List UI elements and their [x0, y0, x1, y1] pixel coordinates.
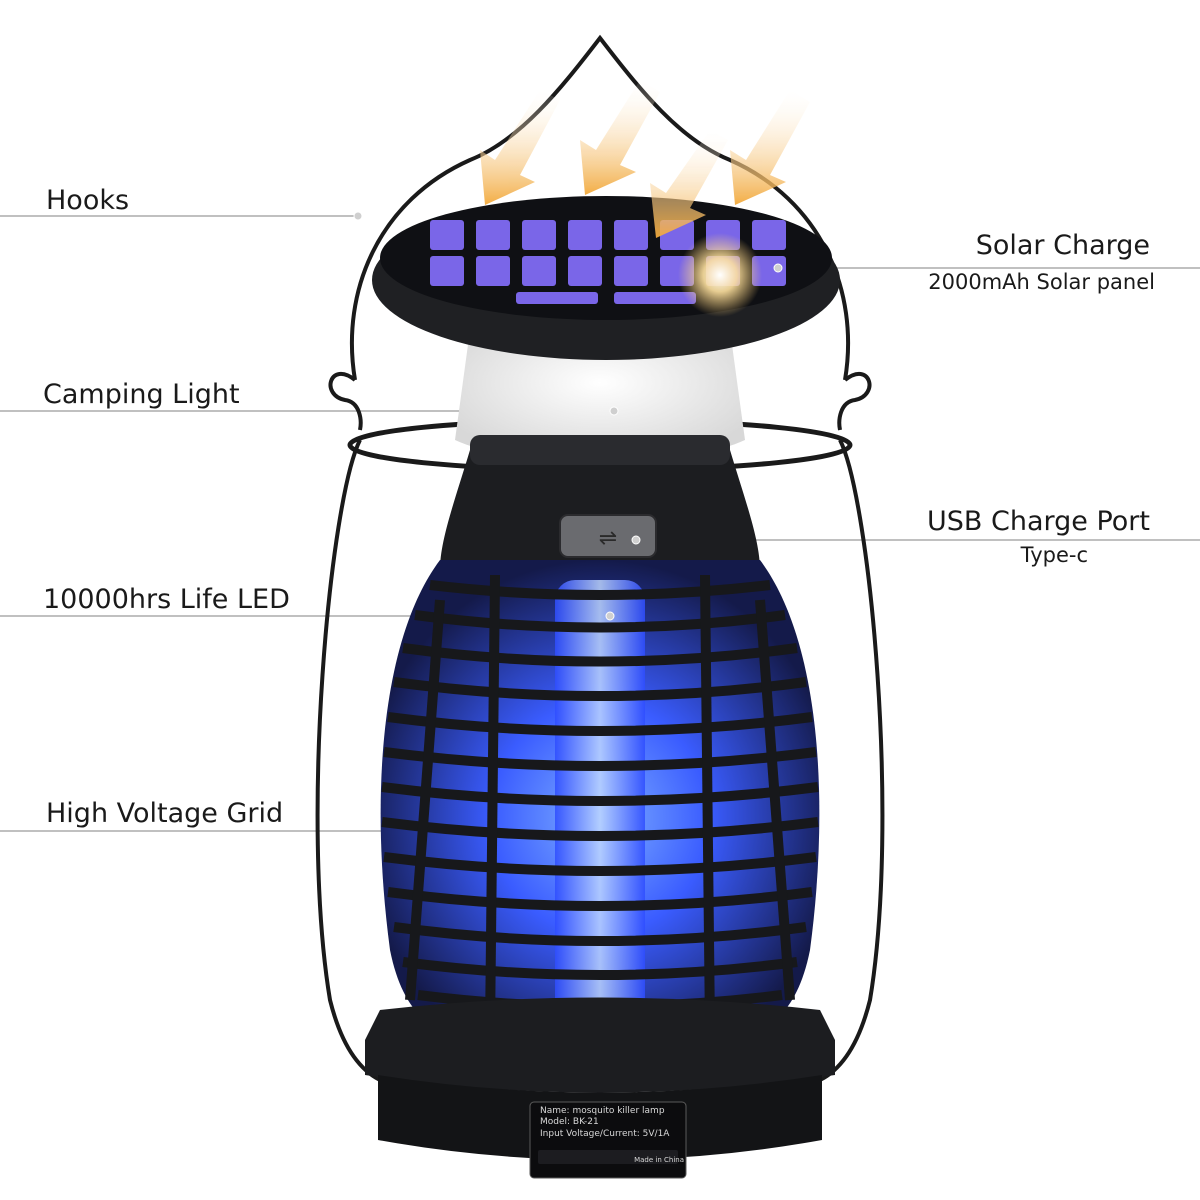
handle-wire — [349, 34, 851, 381]
left-side-wire — [315, 439, 381, 1082]
right-hook-loop — [837, 371, 872, 431]
camping-light-label: Camping Light — [43, 379, 240, 410]
usb-dot — [631, 535, 641, 545]
usb-symbol: ⇌ — [599, 526, 617, 551]
label-line-name: Name: mosquito killer lamp — [540, 1106, 665, 1116]
upper-housing — [440, 450, 760, 570]
camping-light-diffuser — [455, 330, 745, 463]
base — [365, 997, 835, 1093]
label-line-made-in: Made in China — [634, 1155, 684, 1164]
usb-port-subtitle: Type-c — [1020, 543, 1088, 567]
hooks-label: Hooks — [46, 185, 130, 216]
solar-dot — [773, 263, 783, 273]
camping-light-dot — [609, 406, 619, 416]
usb-port-title: USB Charge Port — [926, 506, 1150, 537]
right-side-wire — [819, 439, 885, 1082]
left-hook-loop — [328, 371, 363, 431]
label-line-model: Model: BK-21 — [540, 1117, 599, 1128]
callout-dots — [353, 211, 783, 621]
label-line-input: Input Voltage/Current: 5V/1A — [540, 1128, 670, 1139]
product-label-box — [529, 1101, 687, 1179]
led-dot — [605, 611, 615, 621]
led-life-label: 10000hrs Life LED — [43, 584, 290, 615]
grid-posts — [405, 574, 795, 1031]
solar-charge-subtitle: 2000mAh Solar panel — [928, 270, 1155, 294]
sunlight-arrows — [480, 80, 810, 238]
hooks-dot — [353, 211, 363, 221]
solar-charge-title: Solar Charge — [975, 230, 1150, 261]
sun-flare — [678, 233, 762, 317]
camping-light-collar — [470, 435, 730, 465]
high-voltage-grid-label: High Voltage Grid — [46, 798, 284, 829]
grid-ribs — [381, 580, 819, 1012]
usb-port-cover — [559, 514, 657, 558]
product-label-text: Name: mosquito killer lamp Model: BK-21 … — [540, 1106, 684, 1165]
